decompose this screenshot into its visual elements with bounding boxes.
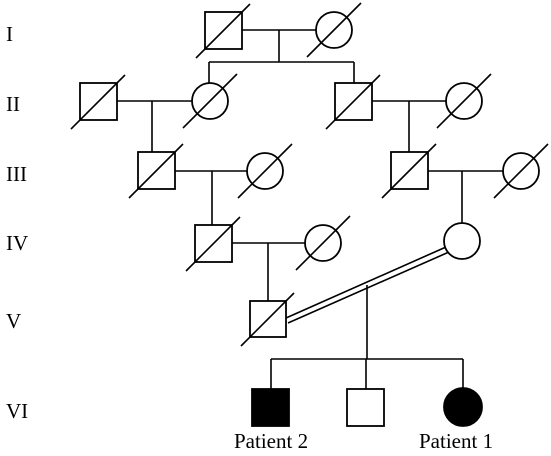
relationship-lines	[117, 29, 503, 389]
generation-label-VI: VI	[6, 399, 28, 423]
individual-male-deceased	[185, 216, 241, 272]
individual-male-deceased	[240, 292, 295, 347]
individual-female-deceased	[493, 143, 549, 199]
generation-label-III: III	[6, 162, 27, 186]
individual-male	[346, 388, 385, 427]
individual-female	[443, 222, 481, 260]
generation-label-V: V	[6, 309, 21, 333]
individual-female-deceased	[295, 215, 351, 271]
individual-female-deceased	[182, 73, 238, 129]
individual-female-deceased	[436, 73, 492, 129]
individual-male-deceased	[195, 3, 251, 59]
patient-2-label: Patient 2	[234, 429, 308, 453]
individual-female-deceased	[306, 2, 362, 58]
consanguinity-line	[285, 246, 447, 319]
individual-female-affected	[443, 387, 483, 427]
individual-male-deceased	[381, 143, 437, 199]
generation-label-II: II	[6, 92, 20, 116]
patient-1-label: Patient 1	[419, 429, 493, 453]
individual-male-deceased	[325, 74, 381, 130]
generation-label-I: I	[6, 22, 13, 46]
individual-male-deceased	[128, 143, 184, 199]
generation-label-IV: IV	[6, 231, 28, 255]
consanguinity-line	[287, 251, 450, 324]
individual-male-affected	[251, 388, 290, 427]
individual-male-deceased	[70, 74, 126, 130]
individual-female-deceased	[237, 143, 293, 199]
